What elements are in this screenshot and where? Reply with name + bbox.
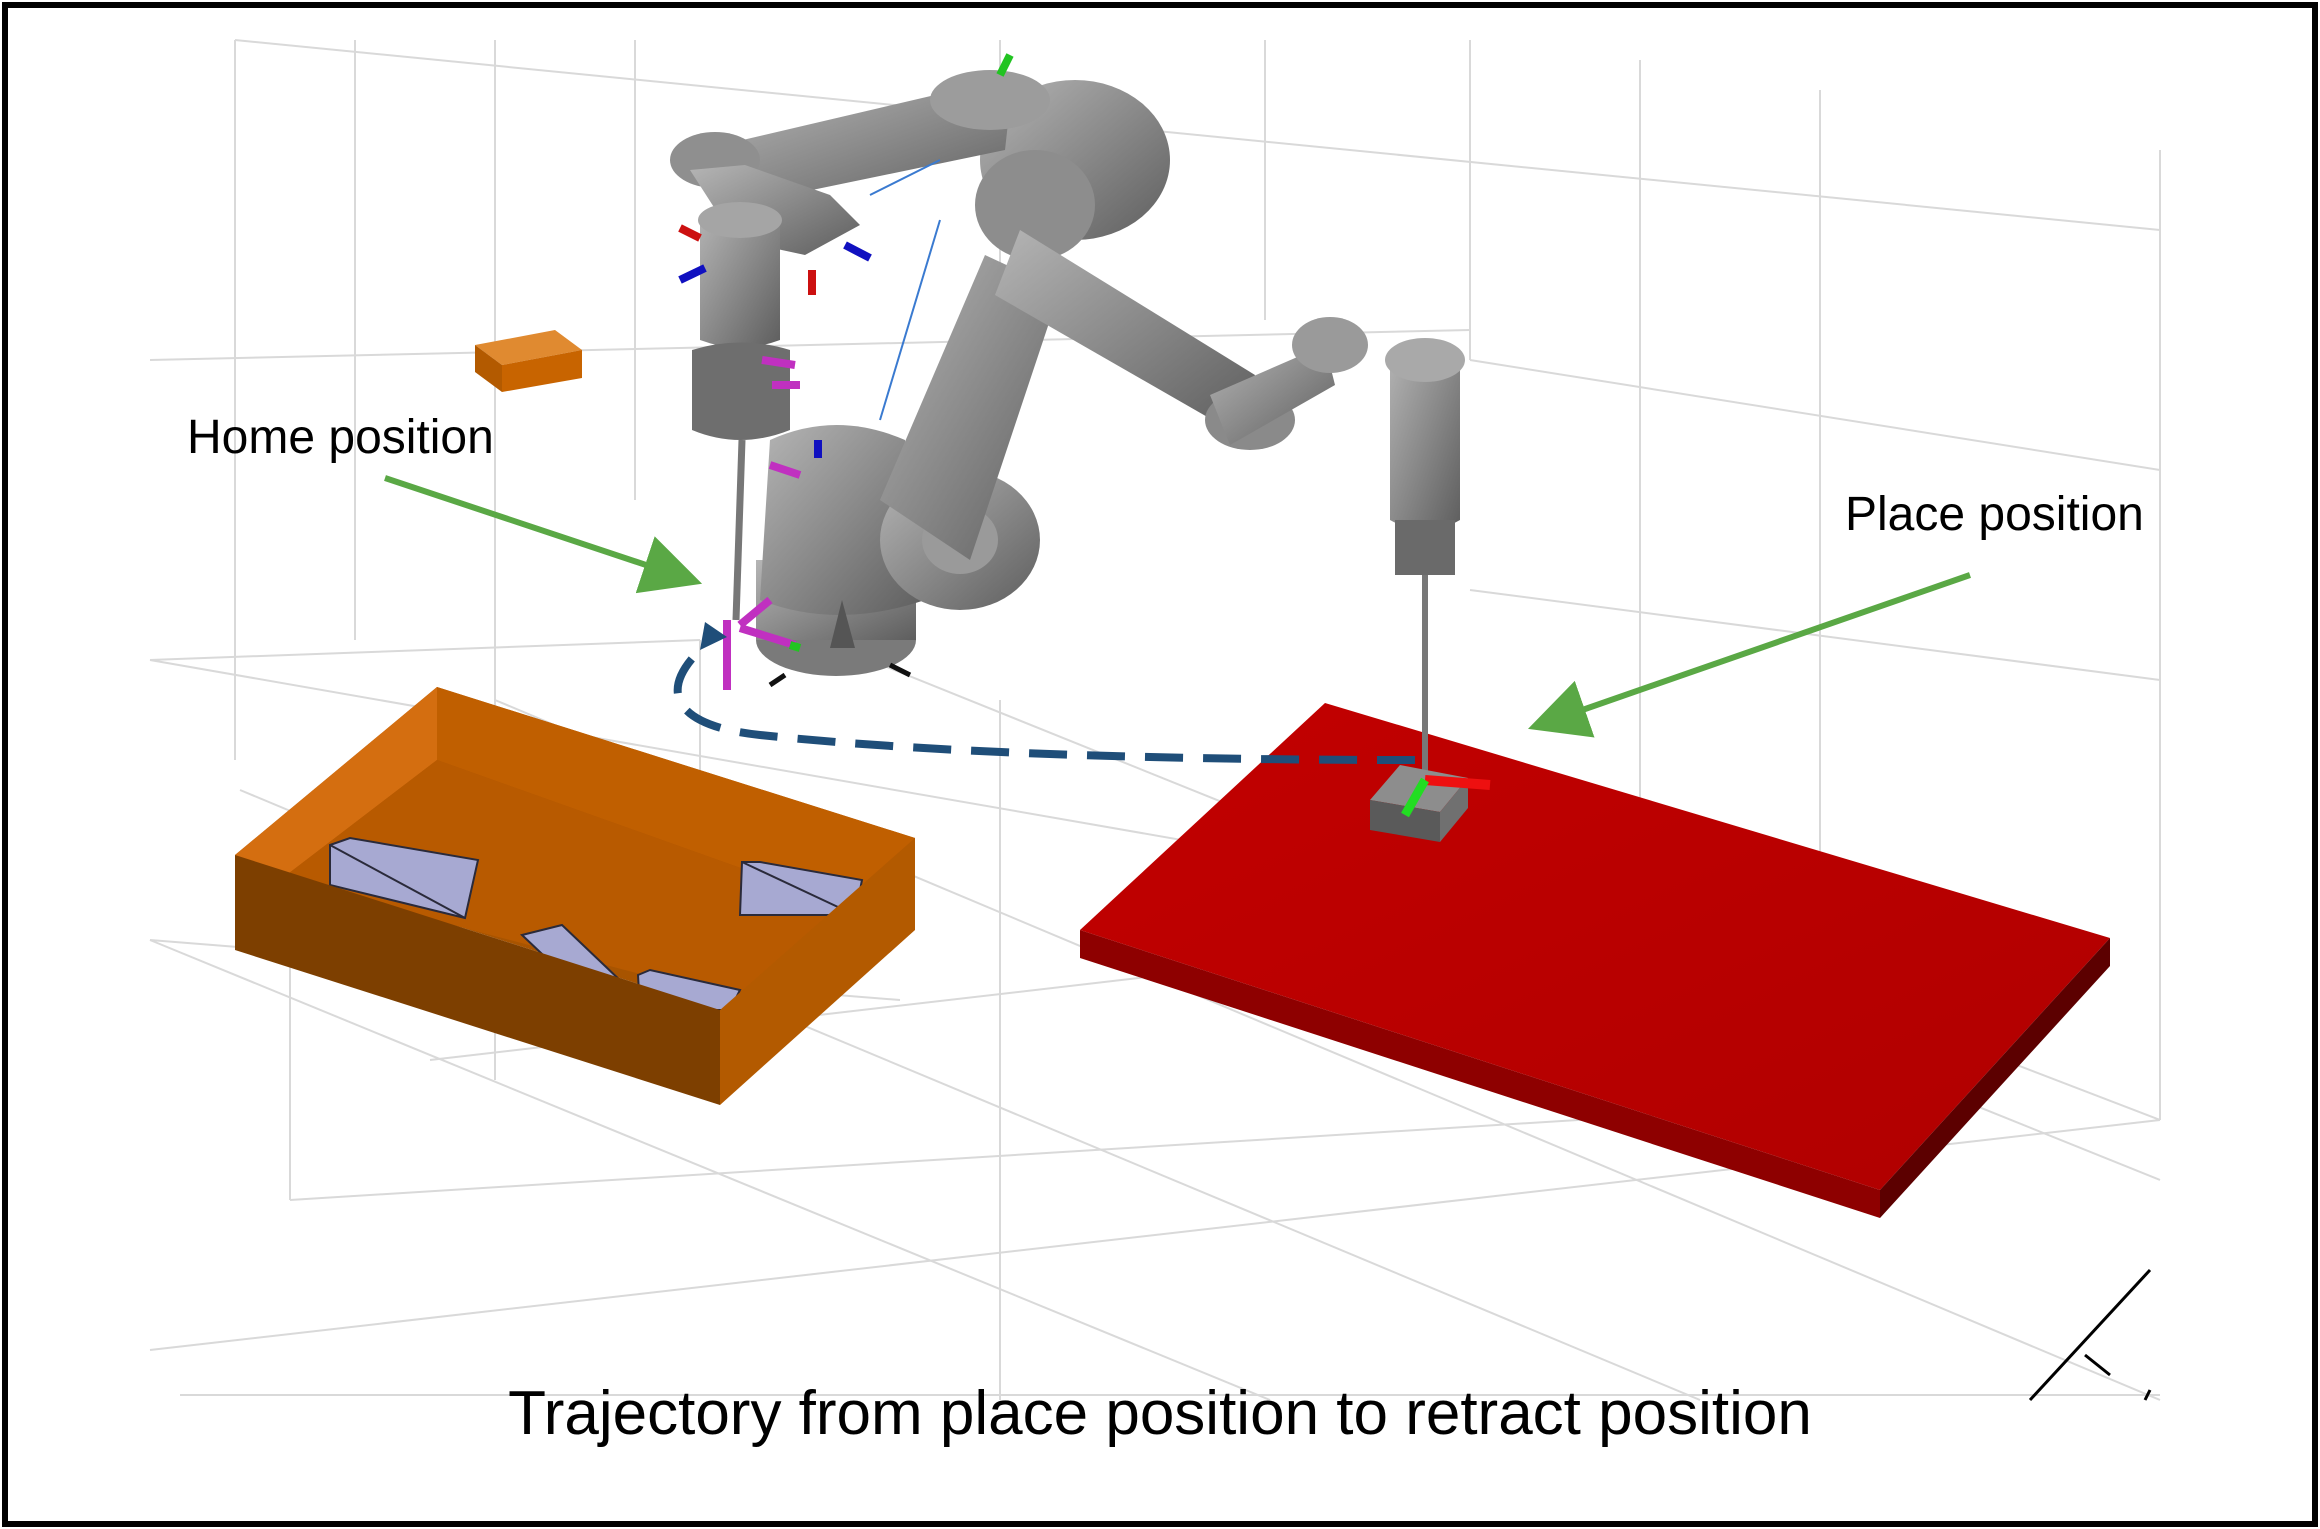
place-position-label: Place position	[1845, 488, 2144, 541]
annotation-arrows	[384, 475, 1971, 738]
red-table	[1080, 703, 2110, 1218]
robot-arm	[670, 70, 1465, 780]
figure-caption: Trajectory from place position to retrac…	[508, 1379, 1812, 1448]
home-position-label: Home position	[187, 411, 494, 464]
small-orange-block	[475, 330, 582, 392]
orange-bin	[235, 687, 915, 1105]
trajectory-path	[673, 622, 1416, 764]
joint-frames	[678, 53, 1014, 688]
place-arrow	[1528, 572, 1971, 738]
axis-ticks	[2028, 1268, 2152, 1402]
home-arrow	[384, 475, 703, 594]
placed-part	[1370, 765, 1491, 842]
